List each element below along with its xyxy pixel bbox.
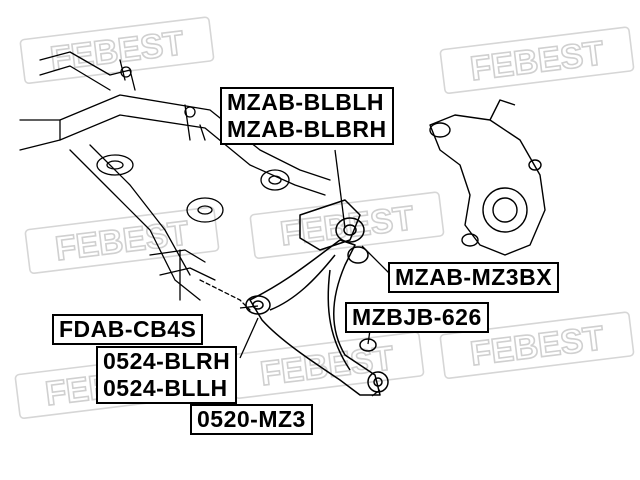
watermark-text: FEBEST [468,34,606,88]
part-number: FDAB-CB4S [59,316,197,342]
part-number: MZAB-BLBLH [227,89,385,115]
watermark-logo: FEBEST [229,331,425,400]
watermark-logo: FEBEST [439,26,635,95]
watermark-text: FEBEST [48,24,186,78]
part-number: 0520-MZ3 [197,406,306,432]
part-label-mzbjb-626[interactable]: MZBJB-626 [345,302,489,333]
part-label-0524-blrh[interactable]: 0524-BLRH 0524-BLLH [96,346,238,404]
knuckle-drawing [429,99,546,256]
part-number: MZBJB-626 [352,304,482,330]
part-number: MZAB-MZ3BX [395,264,553,290]
part-label-mzab-blblh[interactable]: MZAB-BLBLH MZAB-BLBRH [220,87,394,145]
leader-line [371,389,381,397]
part-number: 0524-BLRH [103,348,231,374]
part-number: MZAB-BLBRH [227,116,387,142]
leader-lines [239,149,393,397]
watermark-text: FEBEST [468,319,606,373]
part-label-fdab-cb4s[interactable]: FDAB-CB4S [52,314,204,345]
part-label-mzab-mz3bx[interactable]: MZAB-MZ3BX [388,262,560,293]
leader-line [334,149,346,229]
leader-line [239,317,259,359]
leader-line [239,305,259,309]
control-arm-drawing [245,199,389,396]
leader-line [361,245,393,277]
part-number: 0524-BLLH [103,375,228,401]
part-label-0520-mz3[interactable]: 0520-MZ3 [190,404,313,435]
